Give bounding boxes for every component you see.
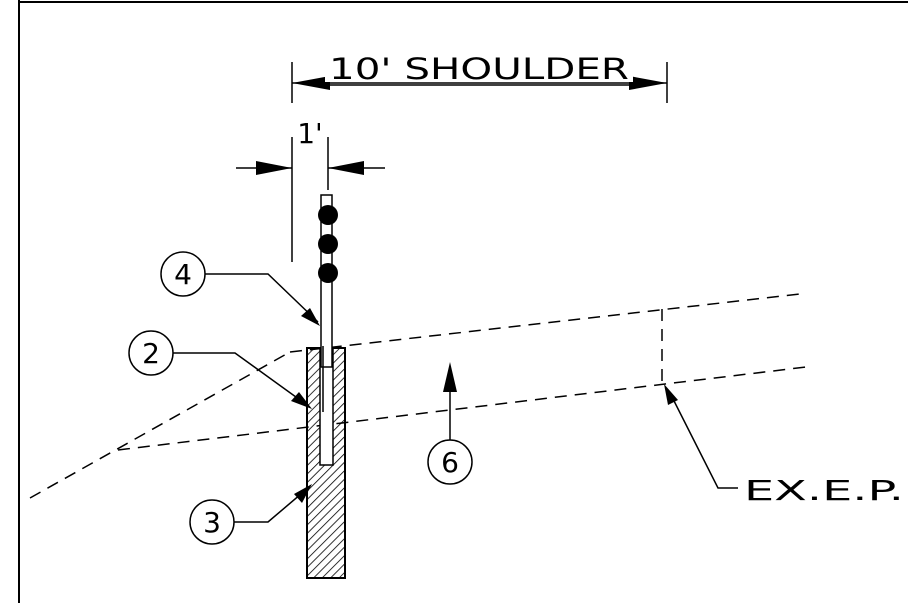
post-width-dimension: 1' [236,117,385,262]
callout-6-arrow [443,362,457,392]
shoulder-arrow-left [292,76,330,90]
callout-4-arrow [301,308,320,326]
embankment-slope-line [29,351,291,499]
shoulder-label-bg [325,60,633,82]
callout-3-leader [234,487,309,523]
callout-6: 6 [427,362,473,485]
sheet-border [18,0,908,603]
callout-4: 4 [160,251,320,326]
existing-edge-callout: EX.E.P. [664,384,904,507]
existing-edge-leader [669,392,738,489]
existing-edge-label: EX.E.P. [744,474,904,507]
callout-4-leader [205,273,319,323]
callout-3-label: 3 [203,506,221,539]
existing-edge-arrow [664,384,678,405]
callout-3: 3 [189,484,312,545]
callout-4-label: 4 [174,258,192,291]
shoulder-arrow-right [629,76,667,90]
reflector-bottom [318,263,338,283]
post-dim-label: 1' [297,117,323,150]
subgrade-line [117,366,807,451]
shoulder-dim-label: 10' SHOULDER [329,52,629,86]
pavement-section [29,293,807,499]
callout-2: 2 [128,330,312,409]
shoulder-surface-line [289,293,801,353]
post-dim-arrow-right [328,161,364,175]
callout-6-label: 6 [441,446,459,479]
callout-2-leader [173,352,308,406]
concrete-foundation [306,347,346,579]
callout-2-arrow [291,392,312,409]
reflector-middle [318,234,338,254]
callout-3-arrow [294,484,312,503]
post-dim-arrow-left [256,161,292,175]
reflector-top [318,205,338,225]
shoulder-dimension: 10' SHOULDER [291,52,668,103]
delineator-post [318,194,338,412]
callout-2-label: 2 [142,337,160,370]
